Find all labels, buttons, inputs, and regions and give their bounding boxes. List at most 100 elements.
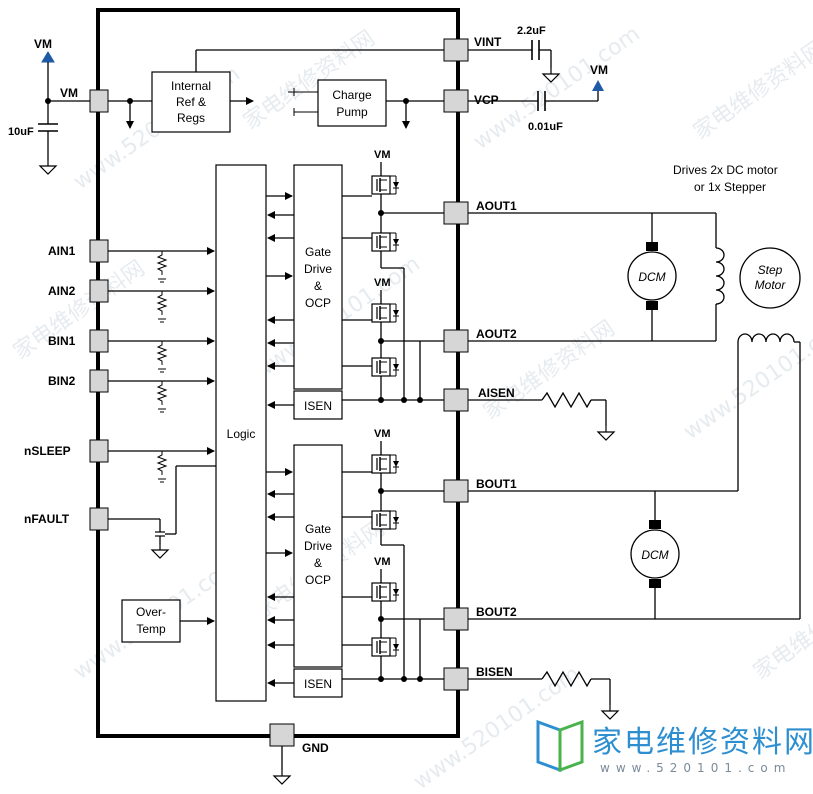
nfault-pad [89, 507, 109, 531]
watermark-layer: www.520101.com 家电维修资料网 www.520101.com 家电… [9, 21, 813, 794]
gate-drive-a-block [293, 164, 343, 390]
output-pins: AOUT1 AOUT2 AISEN BOUT1 BOUT2 BISEN GND [269, 199, 517, 785]
vint-pin-label: VINT [474, 35, 502, 49]
aout1-pad [443, 201, 469, 225]
internal-ref-label-1: Internal [171, 79, 211, 93]
internal-ref-label-3: Regs [177, 111, 205, 125]
aisen-pad [443, 388, 469, 412]
step-motor-label-2: Motor [755, 278, 787, 292]
gate-drive-a-label-4: OCP [305, 296, 331, 310]
gnd-pin-label: GND [302, 741, 329, 755]
bridge-b: Gate Drive & OCP ISEN VM VM [266, 428, 444, 698]
dcm-b-label: DCM [641, 548, 668, 562]
watermark-text: www.520101.com [679, 311, 813, 444]
aout1-pin-label: AOUT1 [476, 199, 517, 213]
bin2-pin-label: BIN2 [48, 374, 76, 388]
charge-pump-label-2: Pump [336, 105, 368, 119]
high-side-fet-icon [371, 303, 400, 323]
logic-block [215, 164, 267, 702]
cap-10uf-label: 10uF [8, 126, 34, 138]
book-logo-icon [536, 719, 584, 773]
gate-drive-a-label-2: Drive [304, 262, 332, 276]
drives-label-1: Drives 2x DC motor [673, 163, 778, 177]
stepper-coil-b-icon [737, 333, 795, 343]
ain2-pin-label: AIN2 [48, 284, 76, 298]
low-side-fet-icon [371, 357, 400, 377]
watermark-text: 家电维修资料网 [749, 576, 813, 685]
gate-drive-b-label-1: Gate [305, 522, 331, 536]
low-side-fet-icon [371, 232, 400, 252]
vm-pad [89, 89, 109, 113]
vm-right-label: VM [590, 63, 608, 77]
nfault-pin-label: nFAULT [24, 512, 70, 526]
ain1-pad [89, 239, 109, 263]
bout2-pin-label: BOUT2 [476, 605, 517, 619]
internal-ref-label-2: Ref & [176, 95, 206, 109]
watermark-text: 家电维修资料网 [689, 36, 813, 145]
ain2-pad [89, 279, 109, 303]
gate-drive-b-label-4: OCP [305, 573, 331, 587]
high-side-fet-icon [371, 175, 400, 195]
sense-resistor-b-icon [541, 670, 592, 688]
cap-0-01uf-label: 0.01uF [528, 121, 563, 133]
site-logo: 家电维修资料网 www.520101.com [536, 719, 813, 775]
watermark-text: www.520101.com [409, 661, 585, 794]
bin1-pin-label: BIN1 [48, 334, 76, 348]
gate-drive-b-label-2: Drive [304, 539, 332, 553]
bout1-pad [443, 479, 469, 503]
bisen-pad [443, 667, 469, 691]
vint-pad [443, 38, 469, 62]
isen-a-label: ISEN [304, 399, 332, 413]
vm-pin-label: VM [60, 86, 78, 100]
sense-resistor-a-icon [541, 391, 592, 409]
overtemp-label-1: Over- [136, 605, 166, 619]
high-side-fet-icon [371, 454, 400, 474]
fet-vm-label: VM [374, 277, 391, 289]
vm-supply-arrow-icon [592, 80, 604, 91]
bin2-pad [89, 369, 109, 393]
gate-drive-b-block [293, 444, 343, 668]
supply-section: VM VM 10uF Internal Ref & Regs Charge Pu… [8, 25, 608, 175]
bout1-pin-label: BOUT1 [476, 477, 517, 491]
input-pins: AIN1 AIN2 BIN1 BIN2 nSLEEP nFAULT [24, 239, 216, 559]
bisen-pin-label: BISEN [476, 665, 513, 679]
aout2-pin-label: AOUT2 [476, 327, 517, 341]
aout2-pad [443, 329, 469, 353]
external-loads: Drives 2x DC motor or 1x Stepper DCM Ste… [468, 163, 801, 720]
aisen-pin-label: AISEN [478, 386, 515, 400]
vcp-pin-label: VCP [474, 93, 499, 107]
isen-b-block [293, 668, 343, 698]
nsleep-pad [89, 439, 109, 463]
overtemp-label-2: Temp [136, 622, 166, 636]
high-side-fet-icon [371, 582, 400, 602]
logo-cn-text: 家电维修资料网 [592, 725, 813, 760]
internal-ref-regs-block [151, 71, 231, 133]
stepper-coil-a-icon [715, 247, 725, 305]
gate-drive-a-label-3: & [314, 279, 322, 293]
gate-drive-a-label-1: Gate [305, 245, 331, 259]
drives-label-2: or 1x Stepper [694, 180, 766, 194]
vm-supply-arrow-icon [41, 51, 55, 63]
fet-vm-label: VM [374, 428, 391, 440]
isen-b-label: ISEN [304, 677, 332, 691]
ain1-pin-label: AIN1 [48, 244, 76, 258]
bout2-pad [443, 607, 469, 631]
dcm-a-label: DCM [638, 270, 665, 284]
fet-vm-label: VM [374, 149, 391, 161]
logo-url-text: www.520101.com [600, 761, 791, 775]
step-motor-icon [739, 247, 801, 309]
charge-pump-block [317, 79, 387, 127]
bridge-a: Gate Drive & OCP ISEN VM VM [266, 149, 444, 420]
nsleep-pin-label: nSLEEP [24, 444, 71, 458]
logic-label: Logic [227, 427, 256, 441]
overtemp-block [121, 599, 181, 643]
gnd-pad [269, 723, 295, 747]
vcp-pad [443, 89, 469, 113]
bin1-pad [89, 329, 109, 353]
vm-supply-label: VM [34, 37, 52, 51]
charge-pump-label-1: Charge [332, 88, 372, 102]
cap-2-2uf-label: 2.2uF [517, 25, 546, 37]
step-motor-label-1: Step [758, 263, 783, 277]
fet-vm-label: VM [374, 556, 391, 568]
